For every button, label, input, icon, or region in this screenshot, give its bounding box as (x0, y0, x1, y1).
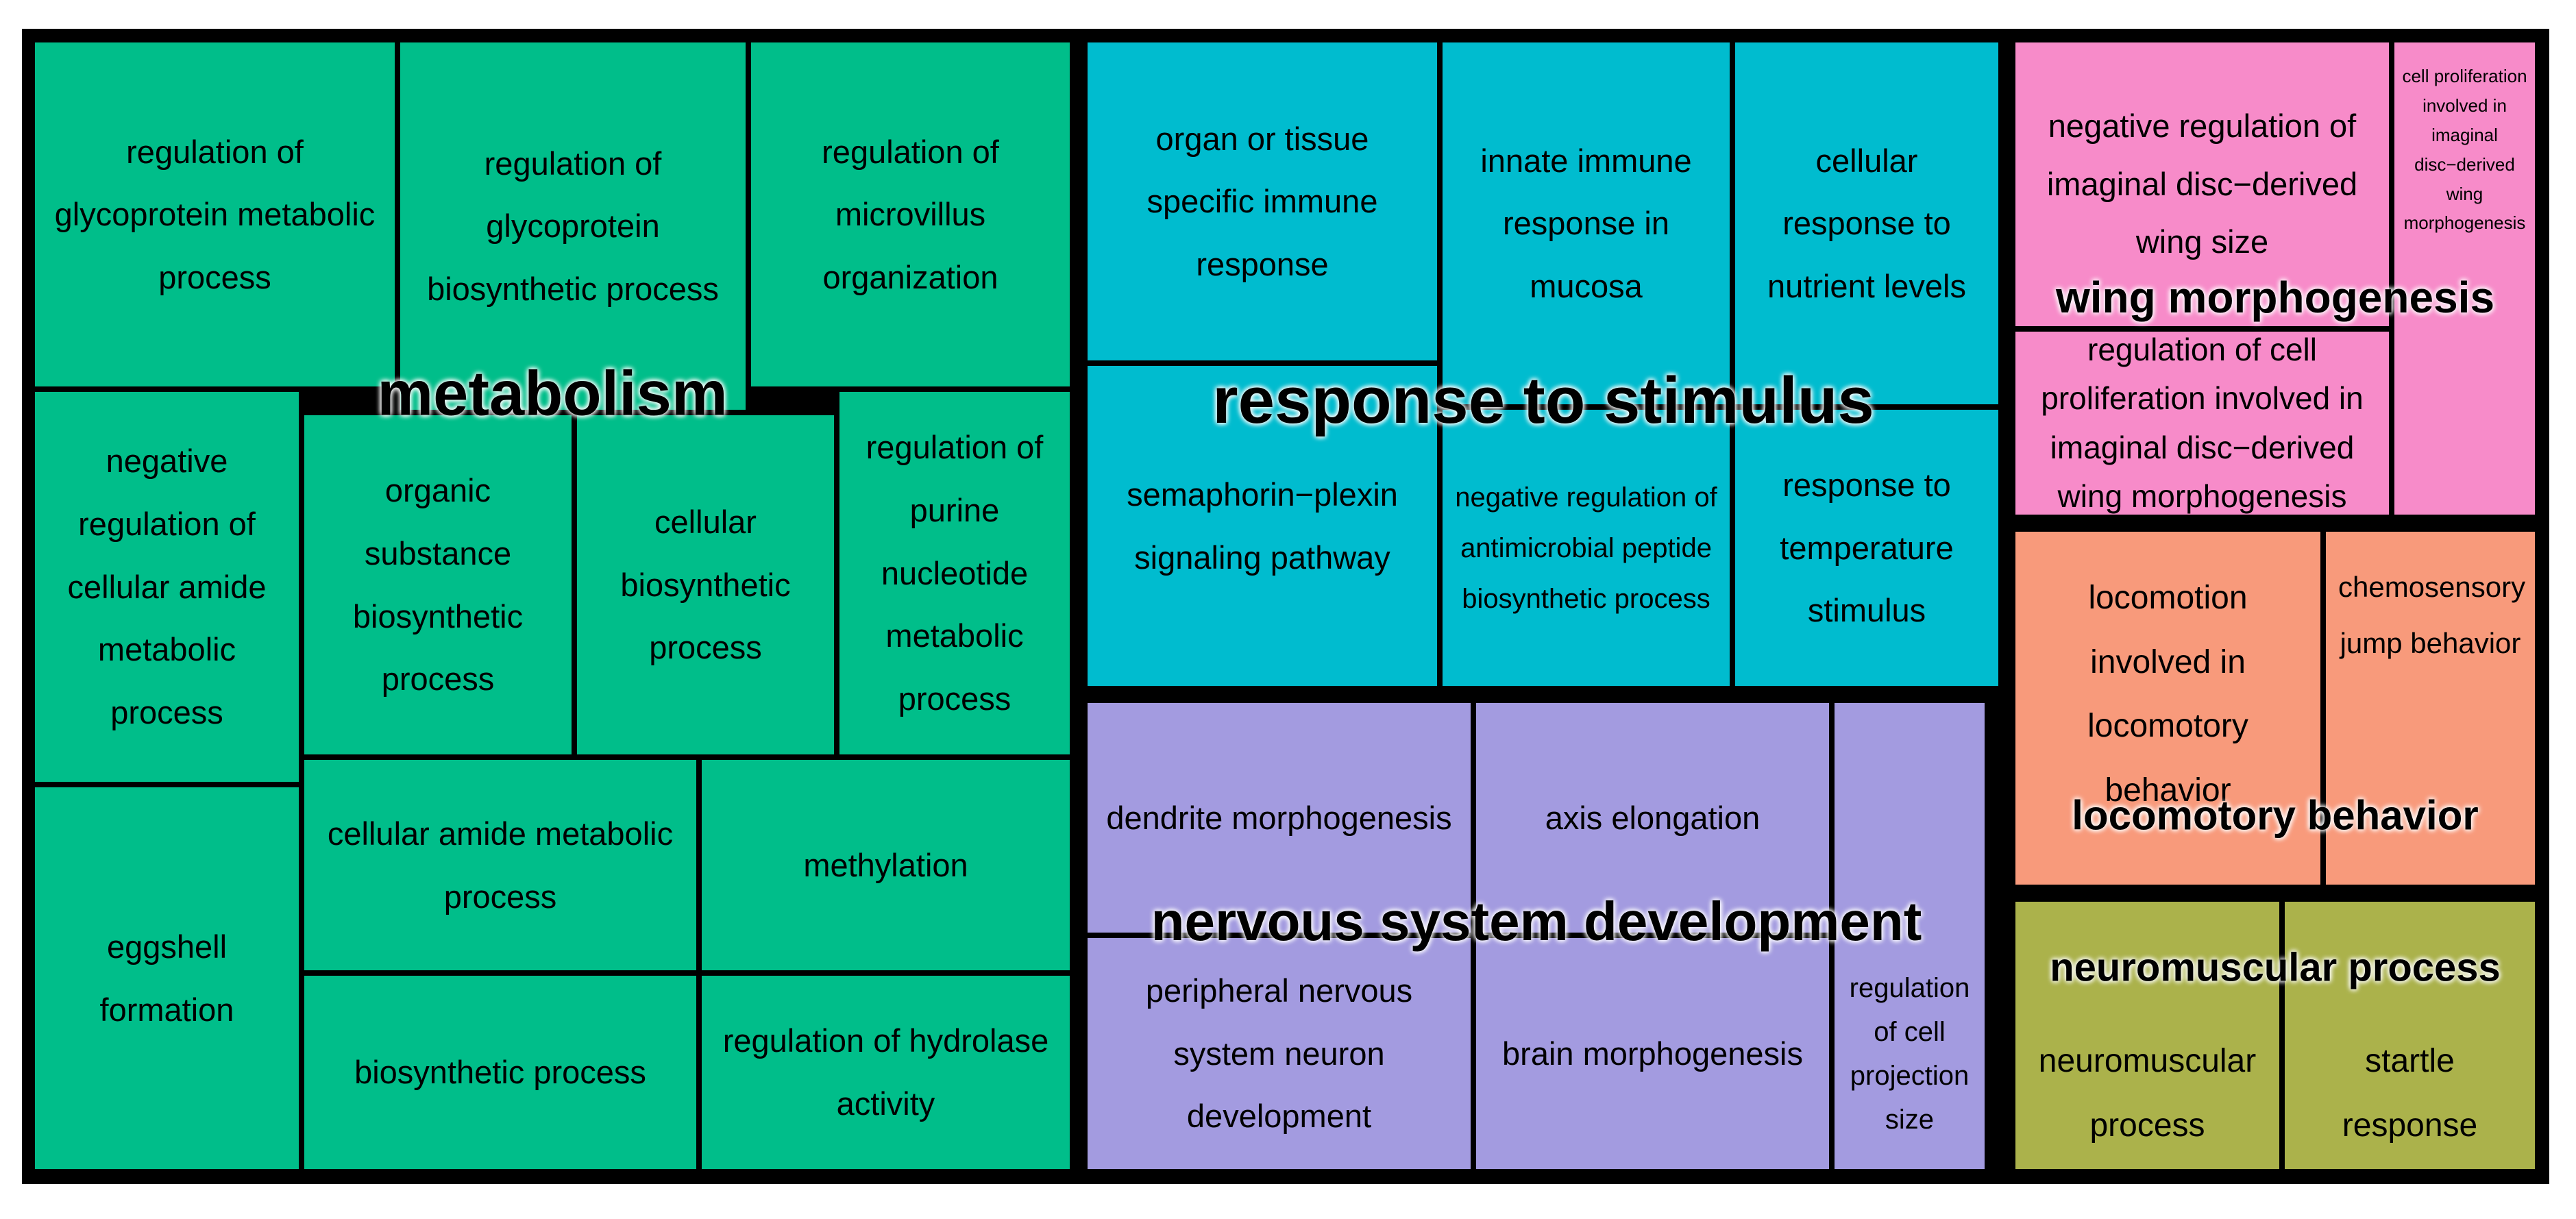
treemap-cell: regulation of purine nucleotide metaboli… (837, 389, 1072, 757)
treemap-cell: regulation of glycoprotein biosynthetic … (397, 40, 748, 413)
treemap-cell: eggshell formation (32, 785, 302, 1172)
cell-label: regulation of purine nucleotide metaboli… (866, 429, 1044, 717)
treemap-cell: regulation of hydrolase activity (699, 973, 1072, 1172)
treemap-cell: cellular biosynthetic process (574, 413, 837, 757)
treemap-cell: cellular response to nutrient levels (1732, 40, 2001, 407)
treemap-cell: neuromuscular process (2013, 899, 2282, 1172)
cell-label: innate immune response in mucosa (1480, 142, 1692, 304)
treemap-cell: negative regulation of antimicrobial pep… (1440, 407, 1732, 689)
treemap-cell: negative regulation of imaginal disc−der… (2013, 40, 2392, 329)
treemap-cell: methylation (699, 757, 1072, 973)
cell-label: negative regulation of antimicrobial pep… (1455, 482, 1717, 614)
cell-label: axis elongation (1545, 799, 1761, 836)
treemap-cell: cellular amide metabolic process (302, 757, 699, 973)
cell-label: organic substance biosynthetic process (352, 472, 524, 698)
cell-label: cellular amide metabolic process (327, 815, 674, 915)
cell-label: negative regulation of imaginal disc−der… (2046, 108, 2358, 260)
cell-label: cellular response to nutrient levels (1767, 142, 1966, 304)
cell-label: cellular biosynthetic process (620, 504, 791, 666)
cell-label: biosynthetic process (354, 1054, 646, 1091)
treemap-cell: organic substance biosynthetic process (302, 413, 574, 757)
cell-label: regulation of microvillus organization (822, 133, 999, 295)
treemap-cell: locomotion involved in locomotory behavi… (2013, 529, 2323, 887)
cell-label: regulation of hydrolase activity (722, 1022, 1049, 1122)
cell-label: brain morphogenesis (1502, 1035, 1803, 1072)
treemap-cell: response to temperature stimulus (1732, 407, 2001, 689)
treemap-cell: brain morphogenesis (1473, 935, 1832, 1172)
treemap-cell: semaphorin−plexin signaling pathway (1085, 363, 1440, 689)
cell-label: regulation of cell projection size (1849, 973, 1970, 1135)
cell-label: neuromuscular process (2038, 1043, 2257, 1144)
cell-label: semaphorin−plexin signaling pathway (1127, 476, 1398, 576)
treemap-cell: cell proliferation involved in imaginal … (2392, 40, 2538, 517)
treemap-cell: biosynthetic process (302, 973, 699, 1172)
cell-label: cell proliferation involved in imaginal … (2402, 66, 2527, 234)
treemap-cell: dendrite morphogenesis (1085, 700, 1473, 935)
cell-label: peripheral nervous system neuron develop… (1145, 972, 1413, 1135)
cell-label: startle response (2342, 1043, 2478, 1144)
cell-label: regulation of glycoprotein metabolic pro… (54, 133, 376, 295)
treemap-cell: regulation of cell proliferation involve… (2013, 329, 2392, 517)
cell-label: chemosensory jump behavior (2338, 571, 2526, 659)
cell-label: organ or tissue specific immune response (1146, 120, 1378, 282)
cell-label: eggshell formation (99, 928, 234, 1028)
treemap-frame: regulation of glycoprotein metabolic pro… (22, 29, 2549, 1184)
treemap-cell: peripheral nervous system neuron develop… (1085, 935, 1473, 1172)
cell-label: dendrite morphogenesis (1106, 799, 1452, 836)
cell-label: locomotion involved in locomotory behavi… (2087, 580, 2248, 809)
cell-label: regulation of cell proliferation involve… (2041, 331, 2364, 514)
treemap-cell: chemosensory jump behavior (2323, 529, 2538, 887)
treemap-cell: regulation of microvillus organization (748, 40, 1072, 389)
cell-label: methylation (803, 846, 968, 883)
cell-label: regulation of glycoprotein biosynthetic … (427, 145, 719, 307)
treemap-cell: organ or tissue specific immune response (1085, 40, 1440, 363)
cell-label: response to temperature stimulus (1780, 467, 1954, 629)
cell-label: negative regulation of cellular amide me… (67, 443, 267, 730)
treemap-cell: regulation of glycoprotein metabolic pro… (32, 40, 397, 389)
treemap-cell: startle response (2282, 899, 2538, 1172)
treemap-cell: negative regulation of cellular amide me… (32, 389, 302, 785)
treemap-cell: innate immune response in mucosa (1440, 40, 1732, 407)
treemap-cell: axis elongation (1473, 700, 1832, 935)
treemap-cell: regulation of cell projection size (1832, 700, 1987, 1172)
